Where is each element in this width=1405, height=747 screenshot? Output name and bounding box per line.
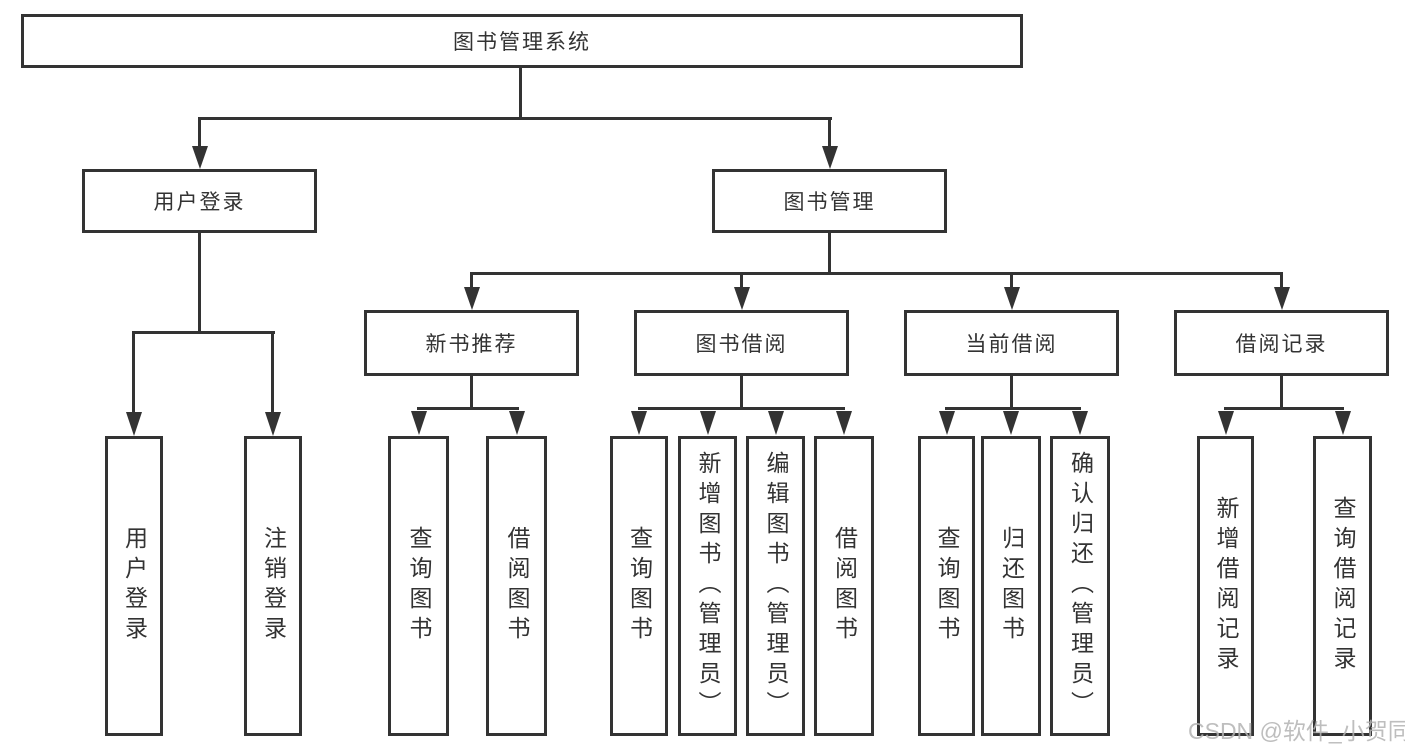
- arrowhead-down-icon: [265, 412, 281, 436]
- arrowhead-down-icon: [1335, 411, 1351, 435]
- leaf-user-login: 用户登录: [105, 436, 163, 736]
- arrowhead-down-icon: [126, 412, 142, 436]
- node-library-management-system: 图书管理系统: [21, 14, 1023, 68]
- watermark: CSDN @软件_小贺同学: [1188, 718, 1405, 744]
- arrowhead-down-icon: [734, 287, 750, 310]
- leaf-query-books-current: 查询图书: [918, 436, 975, 736]
- connector-line: [740, 376, 743, 409]
- connector-line: [132, 331, 135, 413]
- connector-line: [1280, 376, 1283, 409]
- connector-line: [470, 272, 1283, 275]
- leaf-query-books-borrow: 查询图书: [610, 436, 668, 736]
- node-user-login: 用户登录: [82, 169, 317, 233]
- connector-line: [198, 233, 201, 333]
- leaf-borrow-books: 借阅图书: [814, 436, 874, 736]
- arrowhead-down-icon: [1004, 287, 1020, 310]
- connector-line: [470, 376, 473, 409]
- connector-line: [1010, 272, 1013, 292]
- connector-line: [271, 331, 274, 413]
- arrowhead-down-icon: [192, 146, 208, 169]
- arrowhead-down-icon: [700, 411, 716, 435]
- arrowhead-down-icon: [1072, 411, 1088, 435]
- leaf-confirm-return-admin: 确认归还（管理员）: [1050, 436, 1110, 736]
- connector-line: [198, 117, 201, 149]
- connector-line: [740, 272, 743, 292]
- node-current-borrowing: 当前借阅: [904, 310, 1119, 376]
- leaf-query-books-recommend: 查询图书: [388, 436, 449, 736]
- arrowhead-down-icon: [1218, 411, 1234, 435]
- leaf-return-books: 归还图书: [981, 436, 1041, 736]
- connector-line: [470, 272, 473, 292]
- arrowhead-down-icon: [768, 411, 784, 435]
- connector-line: [828, 117, 831, 149]
- connector-line: [519, 68, 522, 120]
- arrowhead-down-icon: [1274, 287, 1290, 310]
- node-book-borrowing: 图书借阅: [634, 310, 849, 376]
- leaf-add-books-admin: 新增图书（管理员）: [678, 436, 737, 736]
- connector-line: [945, 407, 1081, 410]
- leaf-query-borrow-record: 查询借阅记录: [1313, 436, 1372, 736]
- connector-line: [133, 331, 275, 334]
- connector-line: [638, 407, 845, 410]
- connector-line: [198, 117, 832, 120]
- arrowhead-down-icon: [411, 411, 427, 435]
- connector-line: [1224, 407, 1344, 410]
- arrowhead-down-icon: [822, 146, 838, 169]
- node-borrowing-records: 借阅记录: [1174, 310, 1389, 376]
- leaf-borrow-books-recommend: 借阅图书: [486, 436, 547, 736]
- connector-line: [828, 233, 831, 275]
- leaf-add-borrow-record: 新增借阅记录: [1197, 436, 1254, 736]
- arrowhead-down-icon: [836, 411, 852, 435]
- arrowhead-down-icon: [939, 411, 955, 435]
- leaf-logout: 注销登录: [244, 436, 302, 736]
- node-new-book-recommend: 新书推荐: [364, 310, 579, 376]
- connector-line: [1280, 272, 1283, 292]
- connector-line: [1010, 376, 1013, 409]
- arrowhead-down-icon: [631, 411, 647, 435]
- leaf-edit-books-admin: 编辑图书（管理员）: [746, 436, 805, 736]
- connector-line: [417, 407, 519, 410]
- arrowhead-down-icon: [1003, 411, 1019, 435]
- node-book-management: 图书管理: [712, 169, 947, 233]
- arrowhead-down-icon: [464, 287, 480, 310]
- arrowhead-down-icon: [509, 411, 525, 435]
